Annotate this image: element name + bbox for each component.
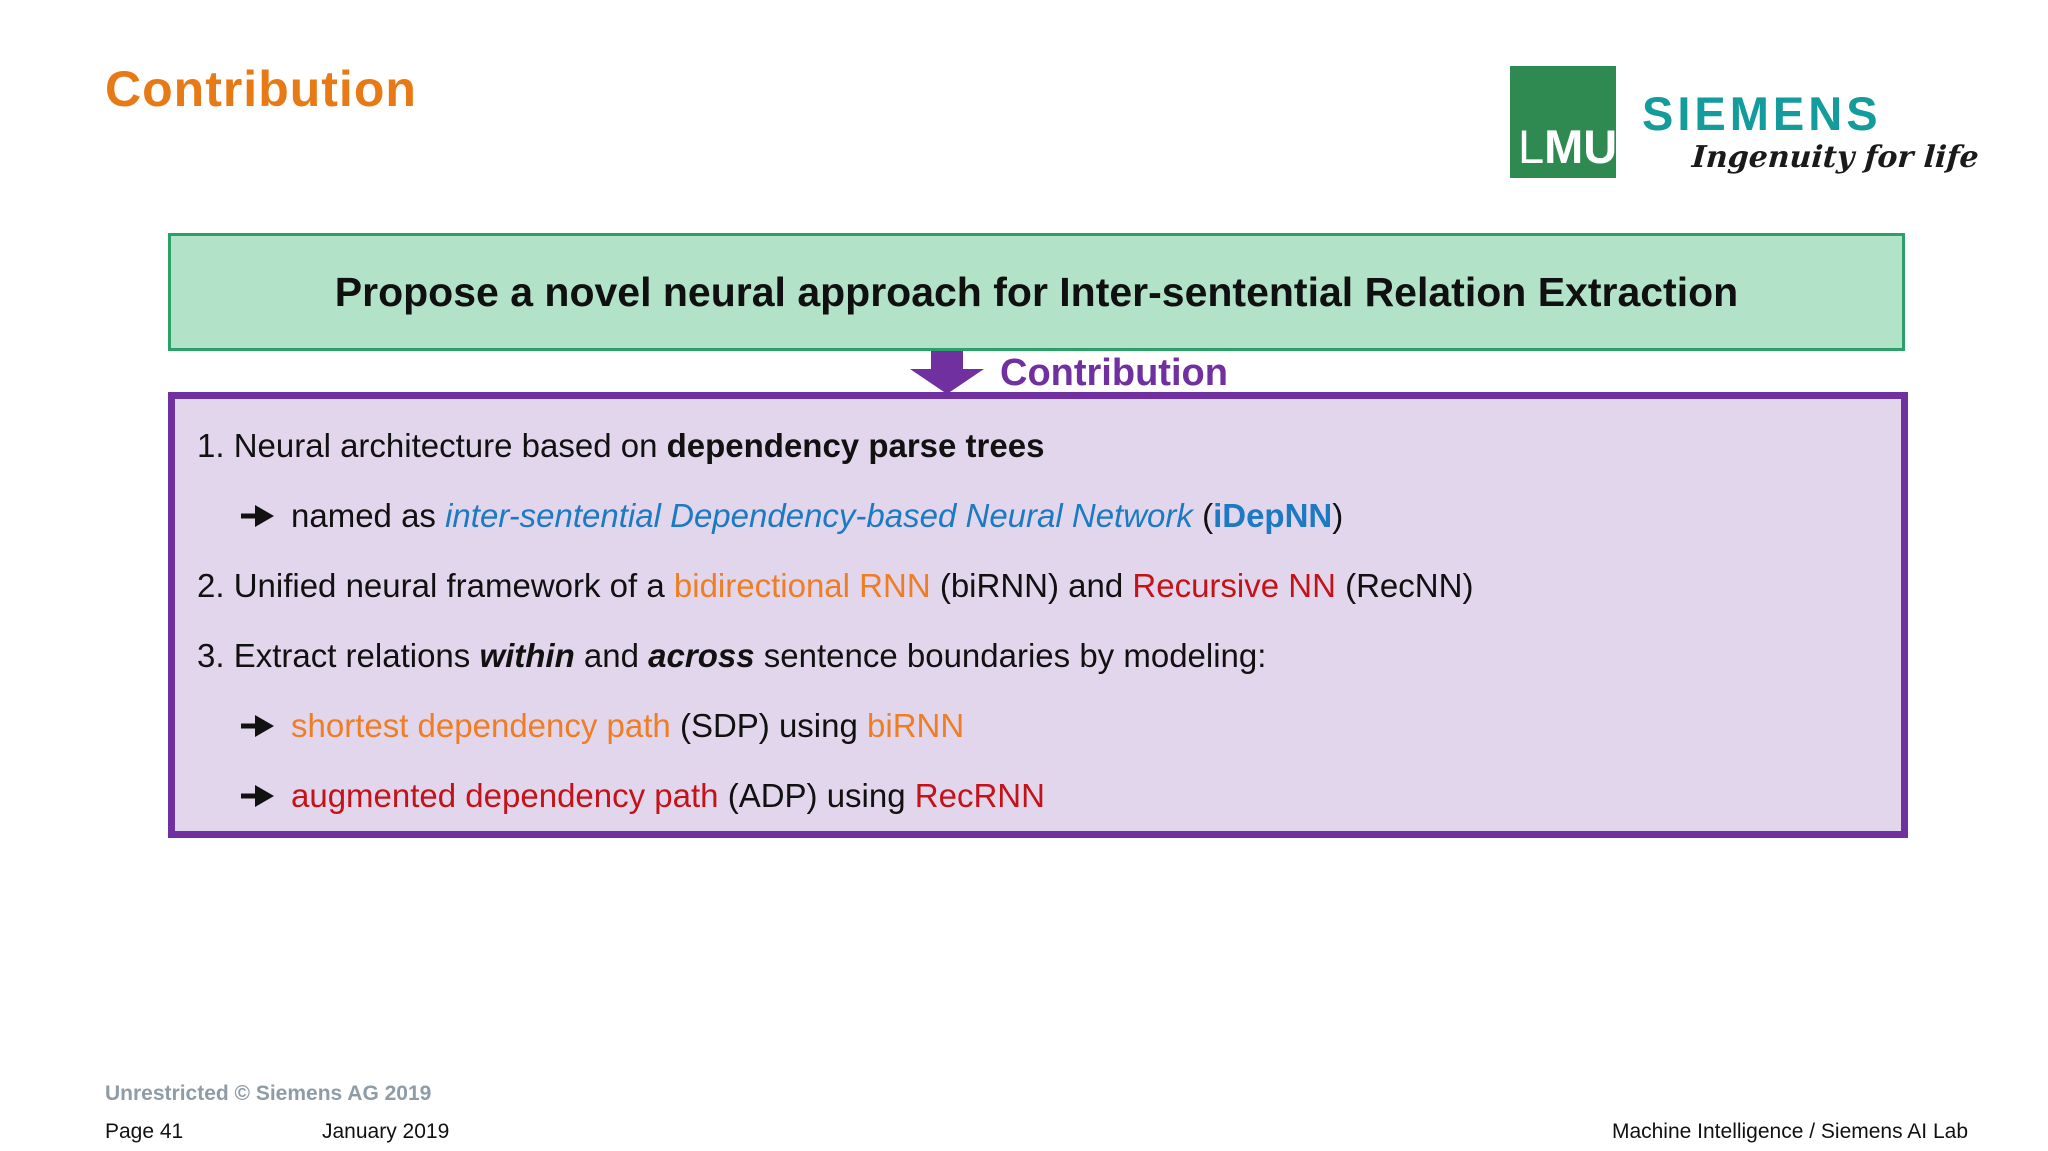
item3-sub1-birnn: biRNN	[867, 707, 965, 744]
list-item-3-sub2: augmented dependency path (ADP) using Re…	[197, 761, 1901, 831]
item1-sub-post: )	[1332, 497, 1344, 534]
arrow-label: Contribution	[1000, 352, 1228, 394]
item1-sub-network-name: inter-sentential Dependency-based Neural…	[445, 497, 1193, 534]
list-item-3-sub1: shortest dependency path (SDP) using biR…	[197, 691, 1901, 761]
proposal-banner-text: Propose a novel neural approach for Inte…	[334, 268, 1739, 315]
list-item-1-sub: named as inter-sentential Dependency-bas…	[197, 481, 1901, 551]
item1-emphasis: dependency parse trees	[666, 427, 1045, 464]
item1-text: 1. Neural architecture based on	[197, 427, 667, 464]
item2-mid: (biRNN) and	[930, 567, 1133, 604]
item2-recnn: Recursive NN	[1132, 567, 1336, 604]
item1-sub-acronym: iDepNN	[1213, 497, 1333, 534]
item3-across: across	[648, 637, 755, 674]
siemens-tagline: Ingenuity for life	[1690, 140, 1980, 175]
arrow-right-icon	[241, 505, 274, 527]
item3-sub2-mid: (ADP) using	[718, 777, 915, 814]
list-item-2: 2. Unified neural framework of a bidirec…	[197, 551, 1901, 621]
item3-sub1-sdp: shortest dependency path	[291, 707, 671, 744]
footer-date: January 2019	[322, 1120, 450, 1143]
item3-pre: 3. Extract relations	[197, 637, 480, 674]
lmu-logo-letter-l: L	[1518, 120, 1545, 173]
item1-sub-mid: (	[1192, 497, 1214, 534]
proposal-banner: Propose a novel neural approach for Inte…	[168, 233, 1905, 351]
siemens-logo: SIEMENS	[1642, 87, 1882, 140]
lmu-logo-letters-mu: MU	[1544, 120, 1618, 173]
list-item-3: 3. Extract relations within and across s…	[197, 621, 1901, 691]
arrow-right-icon	[241, 715, 274, 737]
page-title: Contribution	[105, 61, 417, 117]
item3-sub1-mid: (SDP) using	[670, 707, 868, 744]
item2-post: (RecNN)	[1335, 567, 1474, 604]
item3-within: within	[479, 637, 575, 674]
footer-classification: Unrestricted © Siemens AG 2019	[105, 1082, 432, 1105]
item2-birnn: bidirectional RNN	[673, 567, 931, 604]
arrow-right-icon	[241, 785, 274, 807]
footer-page-number: Page 41	[105, 1120, 184, 1143]
contribution-box: 1. Neural architecture based on dependen…	[168, 392, 1908, 838]
arrow-down-icon	[910, 351, 984, 394]
item3-mid: and	[574, 637, 649, 674]
item3-sub2-adp: augmented dependency path	[291, 777, 719, 814]
item3-post: sentence boundaries by modeling:	[754, 637, 1267, 674]
item1-sub-pre: named as	[291, 497, 446, 534]
footer-lab-name: Machine Intelligence / Siemens AI Lab	[1611, 1120, 1968, 1143]
list-item-1: 1. Neural architecture based on dependen…	[197, 411, 1901, 481]
item3-sub2-recrnn: RecRNN	[914, 777, 1045, 814]
item2-pre: 2. Unified neural framework of a	[197, 567, 674, 604]
